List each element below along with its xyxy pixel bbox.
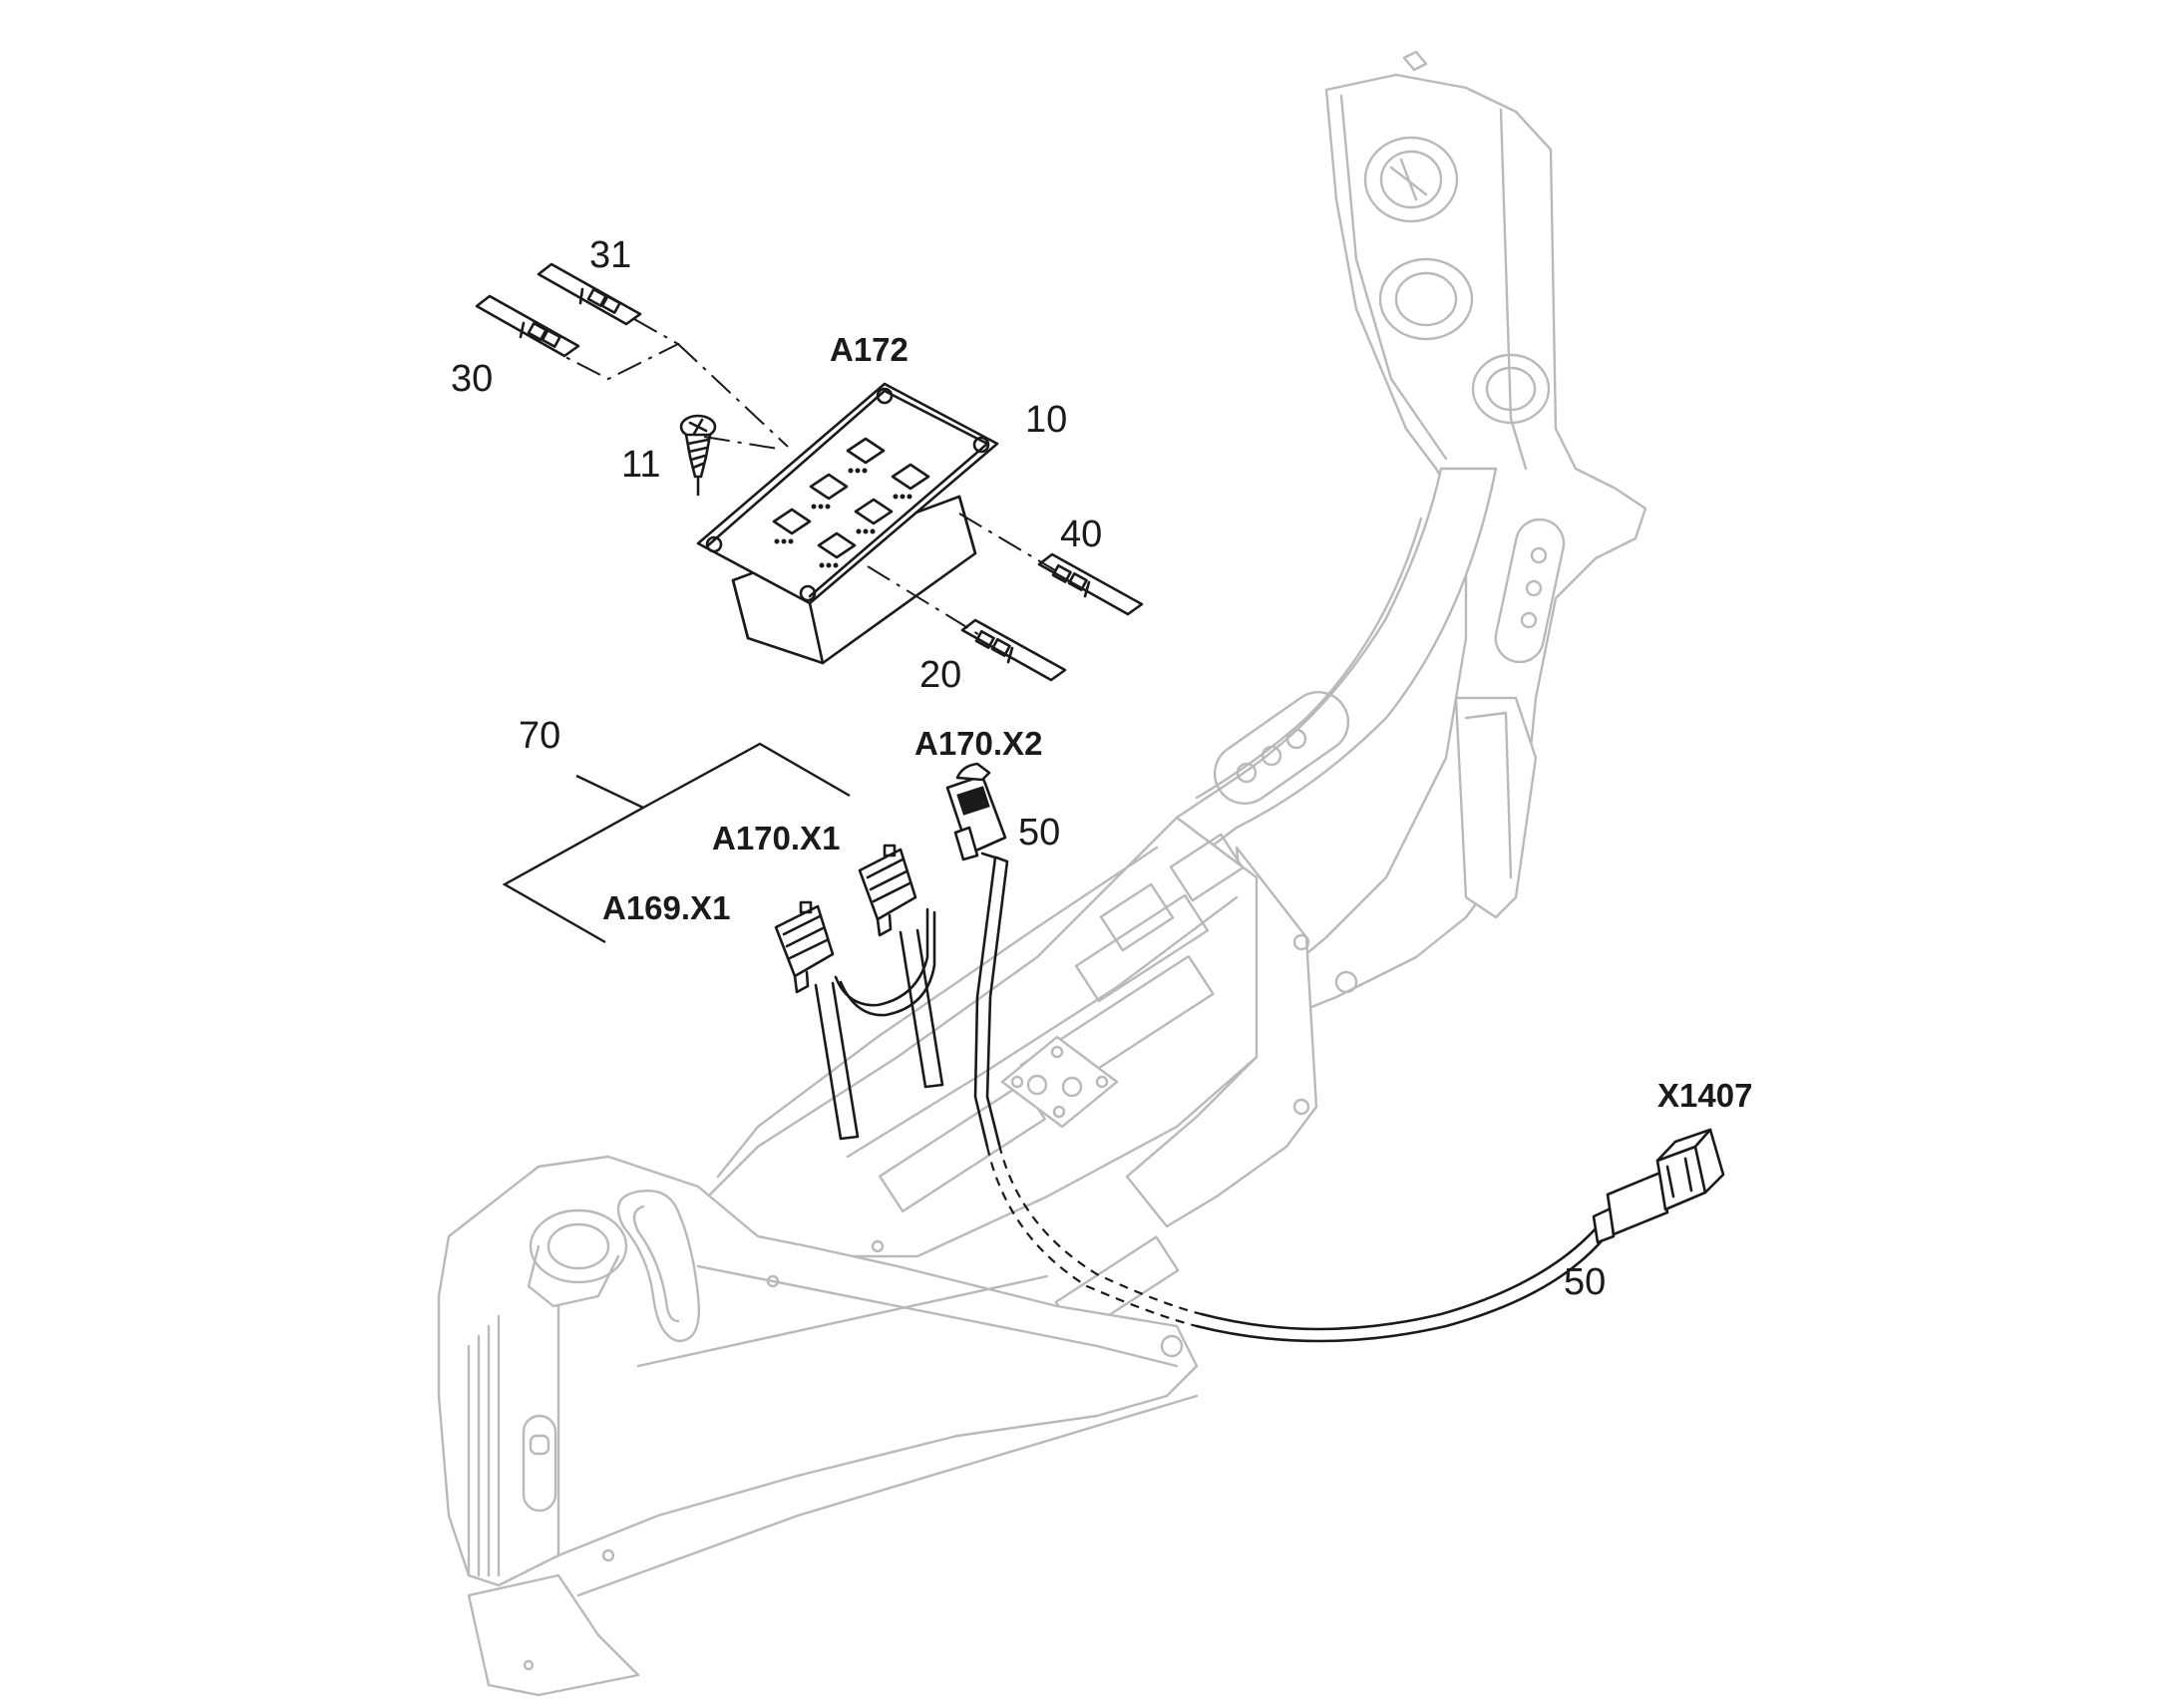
connector-a170-x2 bbox=[945, 762, 1007, 861]
label-31: 31 bbox=[589, 234, 631, 276]
screw-11 bbox=[679, 414, 717, 497]
label-50-upper: 50 bbox=[1018, 812, 1060, 854]
label-a172: A172 bbox=[830, 331, 908, 368]
label-11: 11 bbox=[621, 444, 660, 486]
label-a170-x2: A170.X2 bbox=[914, 725, 1042, 762]
assembly-lines bbox=[562, 318, 1056, 637]
label-20: 20 bbox=[919, 654, 961, 696]
connector-x1407 bbox=[1592, 1128, 1725, 1244]
connector-a169-x1 bbox=[774, 900, 835, 994]
label-40: 40 bbox=[1060, 513, 1102, 555]
bracket-70 bbox=[502, 742, 851, 944]
cab-frame bbox=[437, 50, 1647, 1697]
decal-30 bbox=[475, 294, 580, 358]
panel-buttons bbox=[772, 437, 930, 568]
decal-31 bbox=[537, 262, 642, 326]
label-10: 10 bbox=[1025, 399, 1067, 441]
label-a169-x1: A169.X1 bbox=[602, 889, 730, 926]
label-a170-x1: A170.X1 bbox=[712, 820, 840, 856]
label-x1407: X1407 bbox=[1657, 1077, 1752, 1114]
decal-20 bbox=[960, 618, 1067, 682]
wiring-harness bbox=[774, 762, 1725, 1343]
decal-40 bbox=[1037, 552, 1144, 616]
connector-a170-x1 bbox=[858, 844, 917, 937]
switch-panel-a172 bbox=[696, 382, 999, 665]
label-50-lower: 50 bbox=[1564, 1261, 1606, 1303]
label-30: 30 bbox=[451, 358, 493, 400]
label-70: 70 bbox=[519, 715, 560, 757]
